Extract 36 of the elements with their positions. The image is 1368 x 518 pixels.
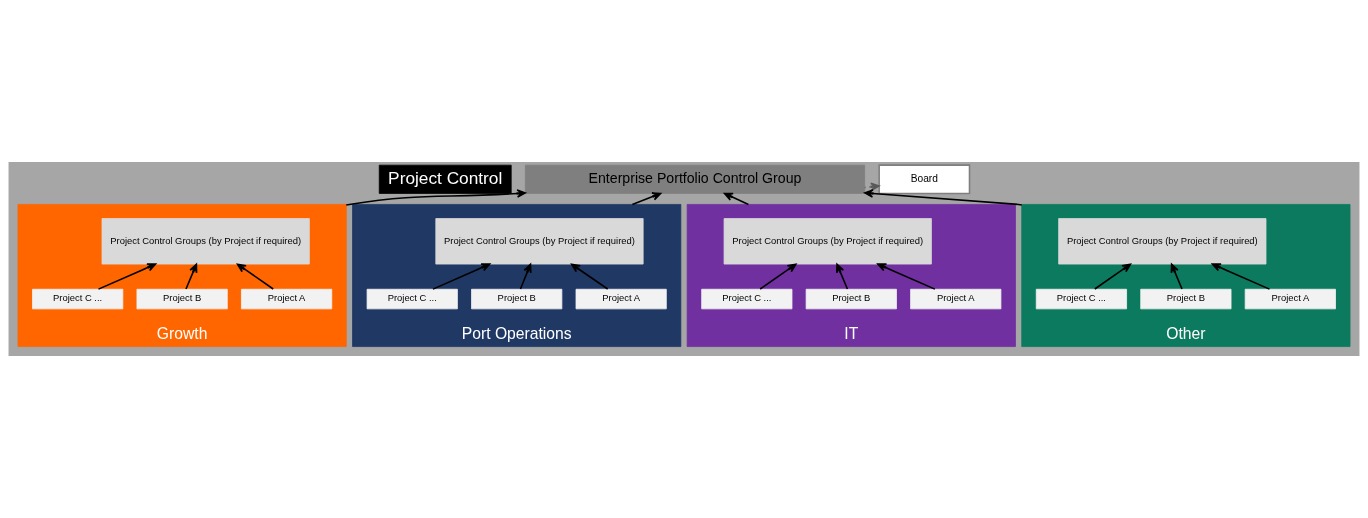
node-box: Project A: [1244, 288, 1336, 310]
node-box: Project Control Groups (by Project if required): [723, 218, 932, 265]
node-box: Project B: [471, 288, 563, 310]
node-box: Project C ...: [701, 288, 793, 310]
node-box: Project B: [1140, 288, 1232, 310]
arrow: [432, 263, 491, 290]
node-box: Project B: [136, 288, 228, 310]
arrow: [877, 263, 936, 290]
node-box: Project C ...: [1035, 288, 1127, 310]
arrow: [864, 182, 880, 192]
arrow: [631, 192, 662, 206]
node-box: Project A: [575, 288, 667, 310]
arrow: [519, 263, 532, 290]
node-box: Board: [878, 164, 971, 195]
arrow: [345, 189, 526, 206]
arrow: [1094, 263, 1132, 290]
node-box: Project C ...: [366, 288, 458, 310]
arrow: [836, 263, 849, 290]
arrow: [236, 263, 274, 290]
node-box: Project A: [910, 288, 1002, 310]
node-box: Project Control: [378, 164, 512, 194]
arrow: [723, 192, 750, 206]
arrow: [185, 263, 198, 290]
arrow: [97, 263, 157, 290]
arrow: [1211, 263, 1271, 290]
node-box: Project Control Groups (by Project if required): [435, 218, 644, 265]
arrow: [570, 263, 609, 290]
node-box: Project B: [805, 288, 897, 310]
node-box: Project Control Groups (by Project if required): [1058, 218, 1267, 265]
node-box: Project Control Groups (by Project if required): [101, 218, 310, 265]
node-box: Enterprise Portfolio Control Group: [524, 164, 866, 194]
node-box: Project C ...: [32, 288, 124, 310]
arrow: [759, 263, 797, 290]
arrow: [864, 189, 1023, 206]
arrow: [1170, 263, 1183, 290]
node-box: Project A: [241, 288, 333, 310]
